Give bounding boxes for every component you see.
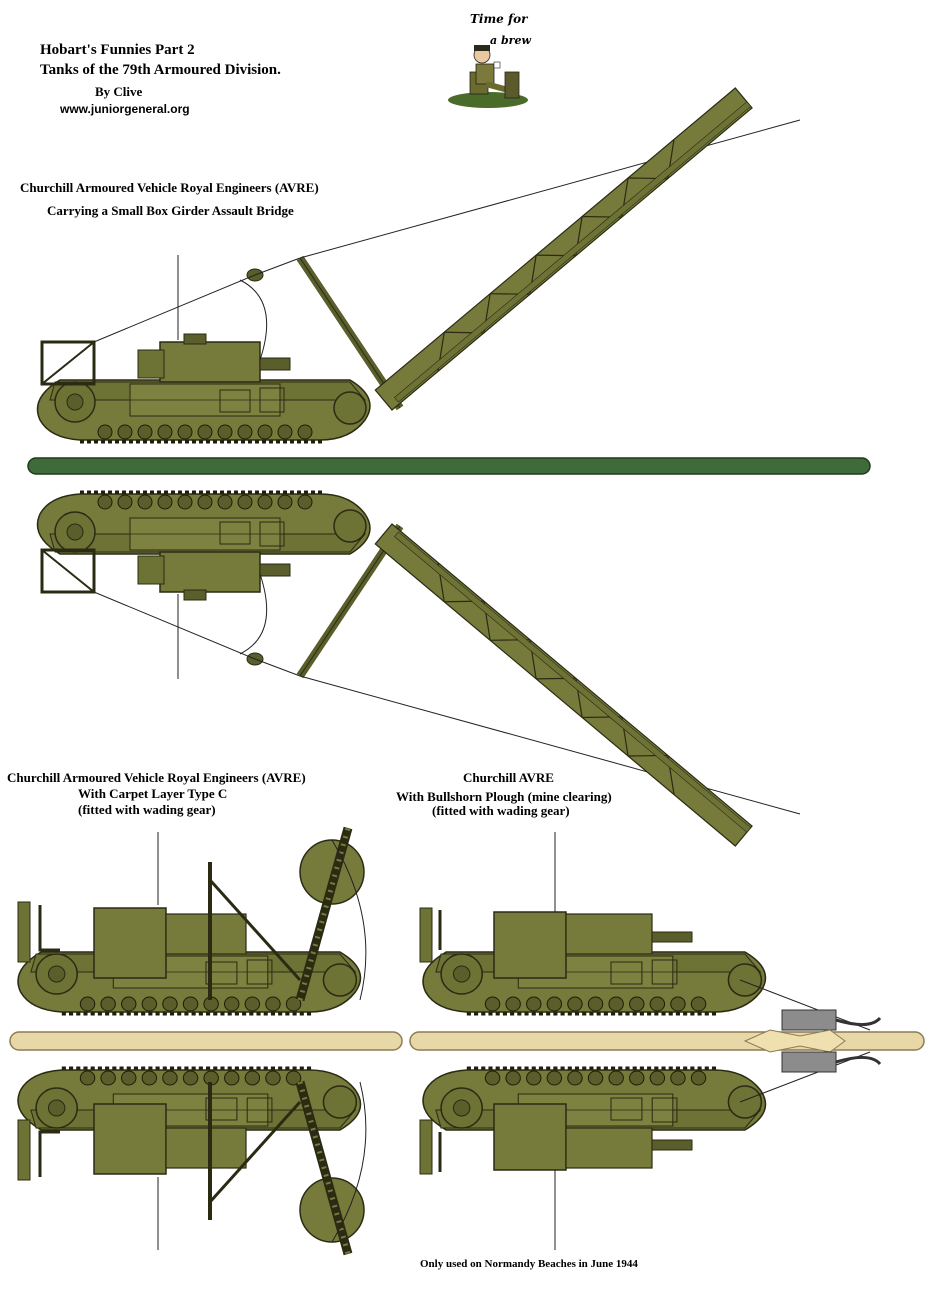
- mascot-caption-line1: Time for: [470, 12, 528, 26]
- plough-tank-upper: [419, 832, 882, 1031]
- sheet-title-line2: Tanks of the 79th Armoured Division.: [40, 62, 281, 78]
- bridge-tank-upper: [36, 87, 801, 444]
- carpet-caption-line3: (fitted with wading gear): [78, 802, 216, 817]
- plough-tank-lower: [419, 1051, 882, 1250]
- plough-caption-line1: Churchill AVRE: [463, 770, 554, 785]
- bridge-caption-line2: Carrying a Small Box Girder Assault Brid…: [47, 203, 294, 218]
- fold-strip-sand-left: [9, 1031, 403, 1051]
- footnote: Only used on Normandy Beaches in June 19…: [420, 1258, 638, 1270]
- website-link[interactable]: www.juniorgeneral.org: [60, 102, 190, 116]
- plough-blade-overlap: [743, 1029, 846, 1053]
- bridge-caption-line1: Churchill Armoured Vehicle Royal Enginee…: [20, 180, 319, 195]
- bridge-tank-lower: [36, 490, 801, 847]
- plough-caption-line2: With Bullshorn Plough (mine clearing): [396, 789, 612, 804]
- mascot-caption-line2: a brew: [490, 34, 531, 47]
- carpet-tank-upper: [16, 826, 367, 1016]
- carpet-caption-line1: Churchill Armoured Vehicle Royal Enginee…: [7, 770, 306, 785]
- carpet-caption-line2: With Carpet Layer Type C: [78, 786, 228, 801]
- carpet-tank-lower: [16, 1066, 367, 1256]
- author-credit: By Clive: [95, 84, 143, 99]
- sheet-title-line1: Hobart's Funnies Part 2: [40, 42, 195, 58]
- fold-strip-green: [27, 457, 871, 475]
- plough-caption-line3: (fitted with wading gear): [432, 803, 570, 818]
- soldier-drinking-tea-icon: [448, 45, 528, 108]
- fold-strip-sand-right: [409, 1031, 925, 1051]
